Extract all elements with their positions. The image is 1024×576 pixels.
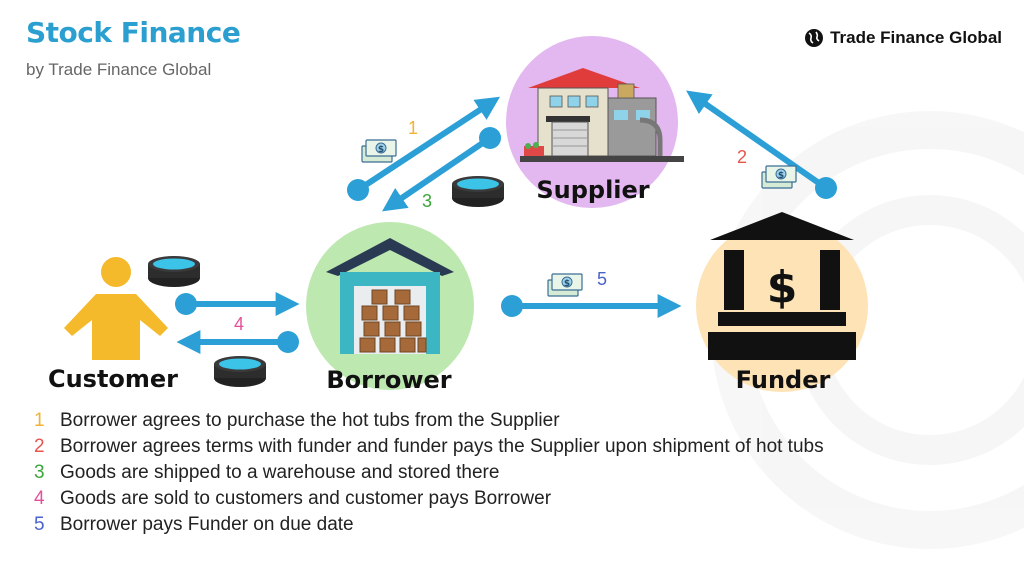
- legend-item: 5 Borrower pays Funder on due date: [34, 512, 824, 538]
- legend-item: 4 Goods are sold to customers and custom…: [34, 486, 824, 512]
- arrow-borrower-to-funder: [501, 294, 682, 318]
- page-subtitle: by Trade Finance Global: [26, 60, 212, 79]
- hot-tub-icon: [214, 356, 266, 387]
- borrower-label: Borrower: [326, 366, 451, 394]
- step-number-4: 4: [234, 314, 244, 334]
- page-title: Stock Finance: [26, 16, 241, 49]
- arrows: [175, 90, 837, 354]
- factory-icon: [520, 68, 684, 162]
- cash-symbol: $: [778, 171, 784, 181]
- customer-node: Customer: [48, 257, 178, 393]
- cash-symbol: $: [564, 279, 570, 289]
- legend-text: Goods are sold to customers and customer…: [60, 488, 552, 509]
- cash-symbol: $: [378, 145, 384, 155]
- legend-number: 4: [34, 488, 45, 509]
- legend-number: 2: [34, 436, 45, 457]
- supplier-node: Supplier: [506, 36, 684, 208]
- hot-tub-icon: [148, 256, 200, 287]
- arrow-supplier-to-borrower: [382, 127, 501, 212]
- funder-label: Funder: [736, 366, 831, 394]
- legend-item: 1 Borrower agrees to purchase the hot tu…: [34, 408, 824, 434]
- step-number-1: 1: [408, 118, 418, 138]
- step-number-2: 2: [737, 147, 747, 167]
- cash-icon: $: [547, 273, 583, 297]
- arrow-customer-to-borrower: [175, 292, 300, 316]
- legend-item: 3 Goods are shipped to a warehouse and s…: [34, 460, 824, 486]
- arrow-borrower-to-supplier: [347, 96, 501, 201]
- person-icon: [64, 257, 168, 360]
- legend-item: 2 Borrower agrees terms with funder and …: [34, 434, 824, 460]
- supplier-label: Supplier: [536, 176, 649, 204]
- cash-icon: $: [761, 165, 797, 189]
- legend-text: Borrower agrees to purchase the hot tubs…: [60, 410, 560, 431]
- customer-label: Customer: [48, 365, 178, 393]
- globe-icon: [805, 29, 824, 47]
- hot-tub-icon: [452, 176, 504, 207]
- step-number-5: 5: [597, 269, 607, 289]
- steps-legend: 1 Borrower agrees to purchase the hot tu…: [34, 408, 824, 538]
- legend-number: 3: [34, 462, 45, 483]
- arrow-funder-to-supplier: [686, 90, 837, 199]
- brand-name: Trade Finance Global: [830, 28, 1002, 47]
- legend-number: 1: [34, 410, 45, 431]
- legend-number: 5: [34, 514, 45, 535]
- dollar-icon: $: [767, 262, 798, 313]
- funder-node: $ Funder: [696, 212, 868, 394]
- legend-text: Borrower agrees terms with funder and fu…: [60, 436, 824, 457]
- brand-logo: Trade Finance Global: [804, 28, 1002, 48]
- borrower-node: Borrower: [306, 222, 474, 394]
- cash-icon: $: [361, 139, 397, 163]
- legend-text: Goods are shipped to a warehouse and sto…: [60, 462, 500, 483]
- bank-icon: $: [708, 212, 856, 360]
- legend-text: Borrower pays Funder on due date: [60, 514, 354, 535]
- step-number-3: 3: [422, 191, 432, 211]
- warehouse-icon: [326, 238, 454, 354]
- arrow-borrower-to-customer: [176, 330, 299, 354]
